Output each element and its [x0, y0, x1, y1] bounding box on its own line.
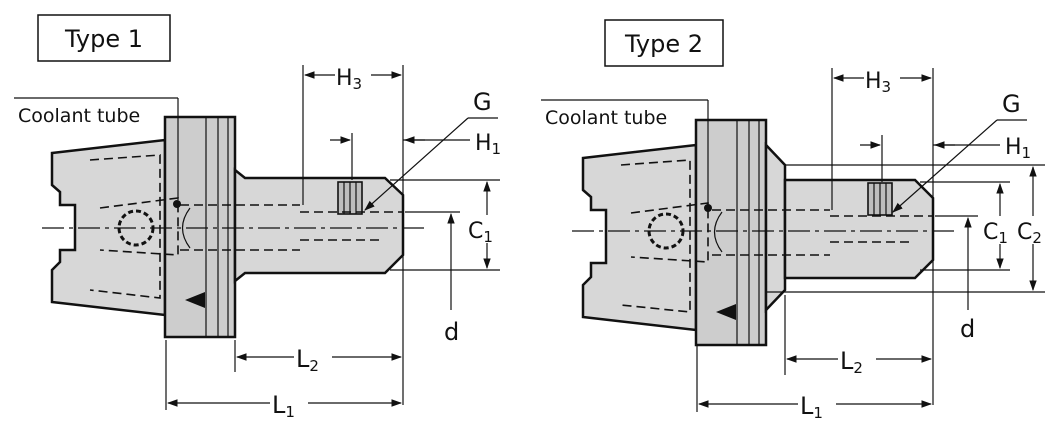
- type2-front-body: [783, 178, 935, 280]
- type2-l2-bg: [838, 344, 876, 372]
- type1-l1-bg: [270, 388, 308, 416]
- type1-h3-bg: [335, 62, 371, 88]
- type2-side-screw-threads: [873, 183, 887, 215]
- type2-tube-end: [713, 211, 723, 253]
- type1-g-label: G: [473, 88, 492, 116]
- type1-l1-label: L1: [272, 391, 295, 421]
- type2-c2-bg: [1016, 216, 1052, 244]
- type1-diagram: Type 1 Coolant tube H3 G: [14, 14, 501, 421]
- type2-l1-bg: [798, 389, 836, 417]
- type2-drive-slot: [716, 304, 736, 320]
- type1-l2-bg: [294, 342, 332, 370]
- type2-c2-label: C2: [1017, 220, 1042, 247]
- type2-flange-groove-lines: [736, 120, 760, 345]
- type1-l2-label: L2: [296, 345, 319, 375]
- type2-coolant-label: Coolant tube: [545, 107, 667, 129]
- type1-h3-label: H3: [336, 66, 362, 93]
- type2-hidden-holder: [830, 215, 933, 243]
- type2-coolant-dot: [704, 204, 712, 212]
- type1-flange-groove-lines: [205, 117, 229, 337]
- type1-h1-label: H1: [475, 131, 501, 158]
- type2-taper-shank: [581, 143, 698, 332]
- type1-d-label: d: [444, 318, 459, 346]
- type2-h1-label: H1: [1005, 135, 1031, 162]
- type2-hidden-tube: [712, 209, 830, 256]
- type1-hidden-tube: [180, 204, 300, 251]
- type2-d-label: d: [960, 315, 975, 343]
- type2-h3-label: H3: [865, 69, 891, 96]
- type1-hidden-internal: [99, 197, 179, 256]
- type2-label: Type 2: [624, 30, 703, 58]
- type1-hidden-bore: [89, 154, 161, 299]
- type1-coolant-dot: [173, 200, 181, 208]
- type1-hidden-holder: [300, 211, 403, 241]
- type1-side-screw-threads: [343, 182, 357, 214]
- type2-diagram: Type 2 Coolant tube H3 G: [541, 19, 1052, 422]
- type1-front-body: [233, 167, 405, 284]
- type2-label-box: [604, 19, 724, 67]
- type1-label: Type 1: [64, 25, 143, 53]
- type1-coolant-label: Coolant tube: [18, 105, 140, 127]
- type2-l1-label: L1: [800, 392, 823, 422]
- type2-neck: [764, 141, 787, 314]
- type2-g-label: G: [1002, 90, 1021, 118]
- type2-hidden-internal: [630, 202, 709, 263]
- type2-c1-bg: [982, 216, 1014, 244]
- type2-g-leader: [892, 119, 998, 213]
- type1-tube-end: [181, 207, 191, 249]
- type1-c1-label: C1: [468, 219, 493, 246]
- type1-c1-bg: [467, 215, 501, 243]
- type1-label-box: [37, 14, 171, 62]
- type2-c1-label: C1: [983, 220, 1008, 247]
- type2-h3-bg: [864, 65, 900, 91]
- type2-l2-label: L2: [840, 347, 863, 377]
- type1-drive-slot: [185, 292, 205, 308]
- type2-hidden-bore: [620, 159, 691, 313]
- type1-g-leader: [364, 117, 469, 211]
